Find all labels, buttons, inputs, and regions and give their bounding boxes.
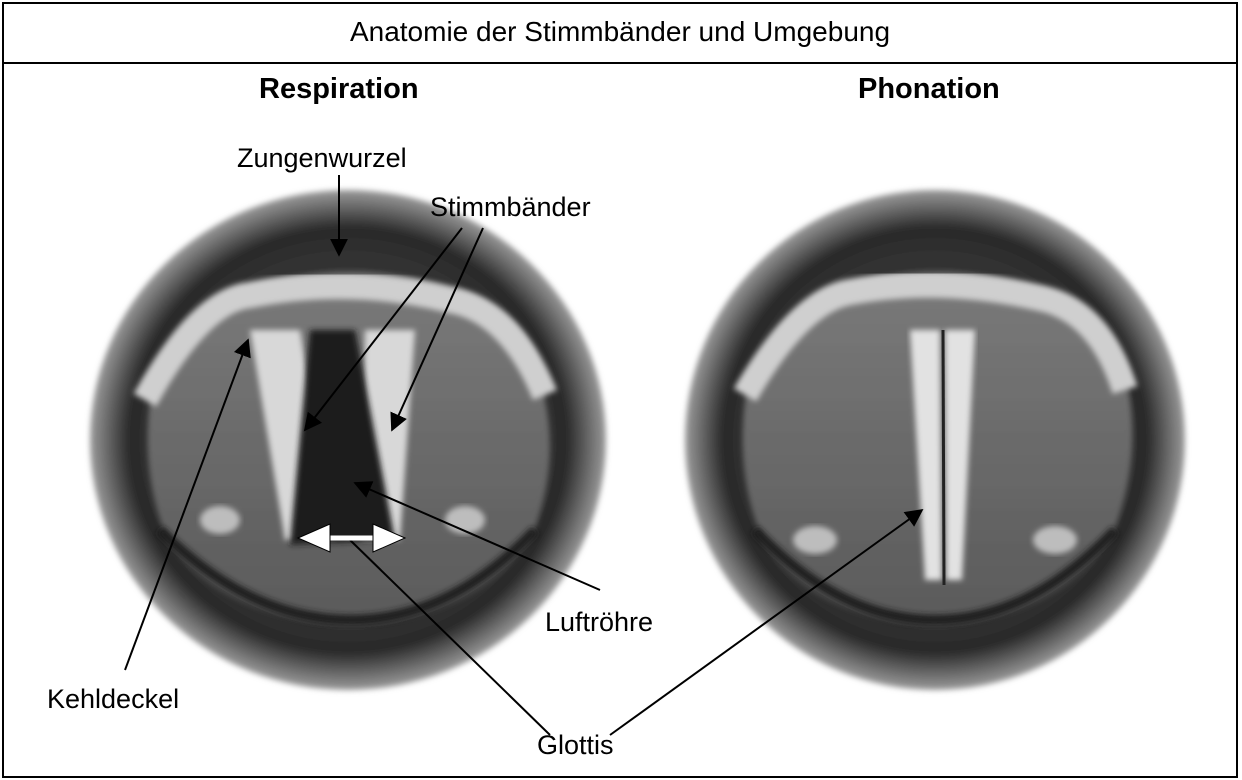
- label-stimmbaender: Stimmbänder: [430, 192, 591, 223]
- label-kehldeckel: Kehldeckel: [47, 684, 179, 715]
- label-glottis: Glottis: [537, 730, 614, 761]
- respiration-image: [90, 190, 606, 690]
- phonation-image: [685, 190, 1185, 690]
- label-luftroehre: Luftröhre: [545, 607, 653, 638]
- label-zungenwurzel: Zungenwurzel: [237, 143, 407, 174]
